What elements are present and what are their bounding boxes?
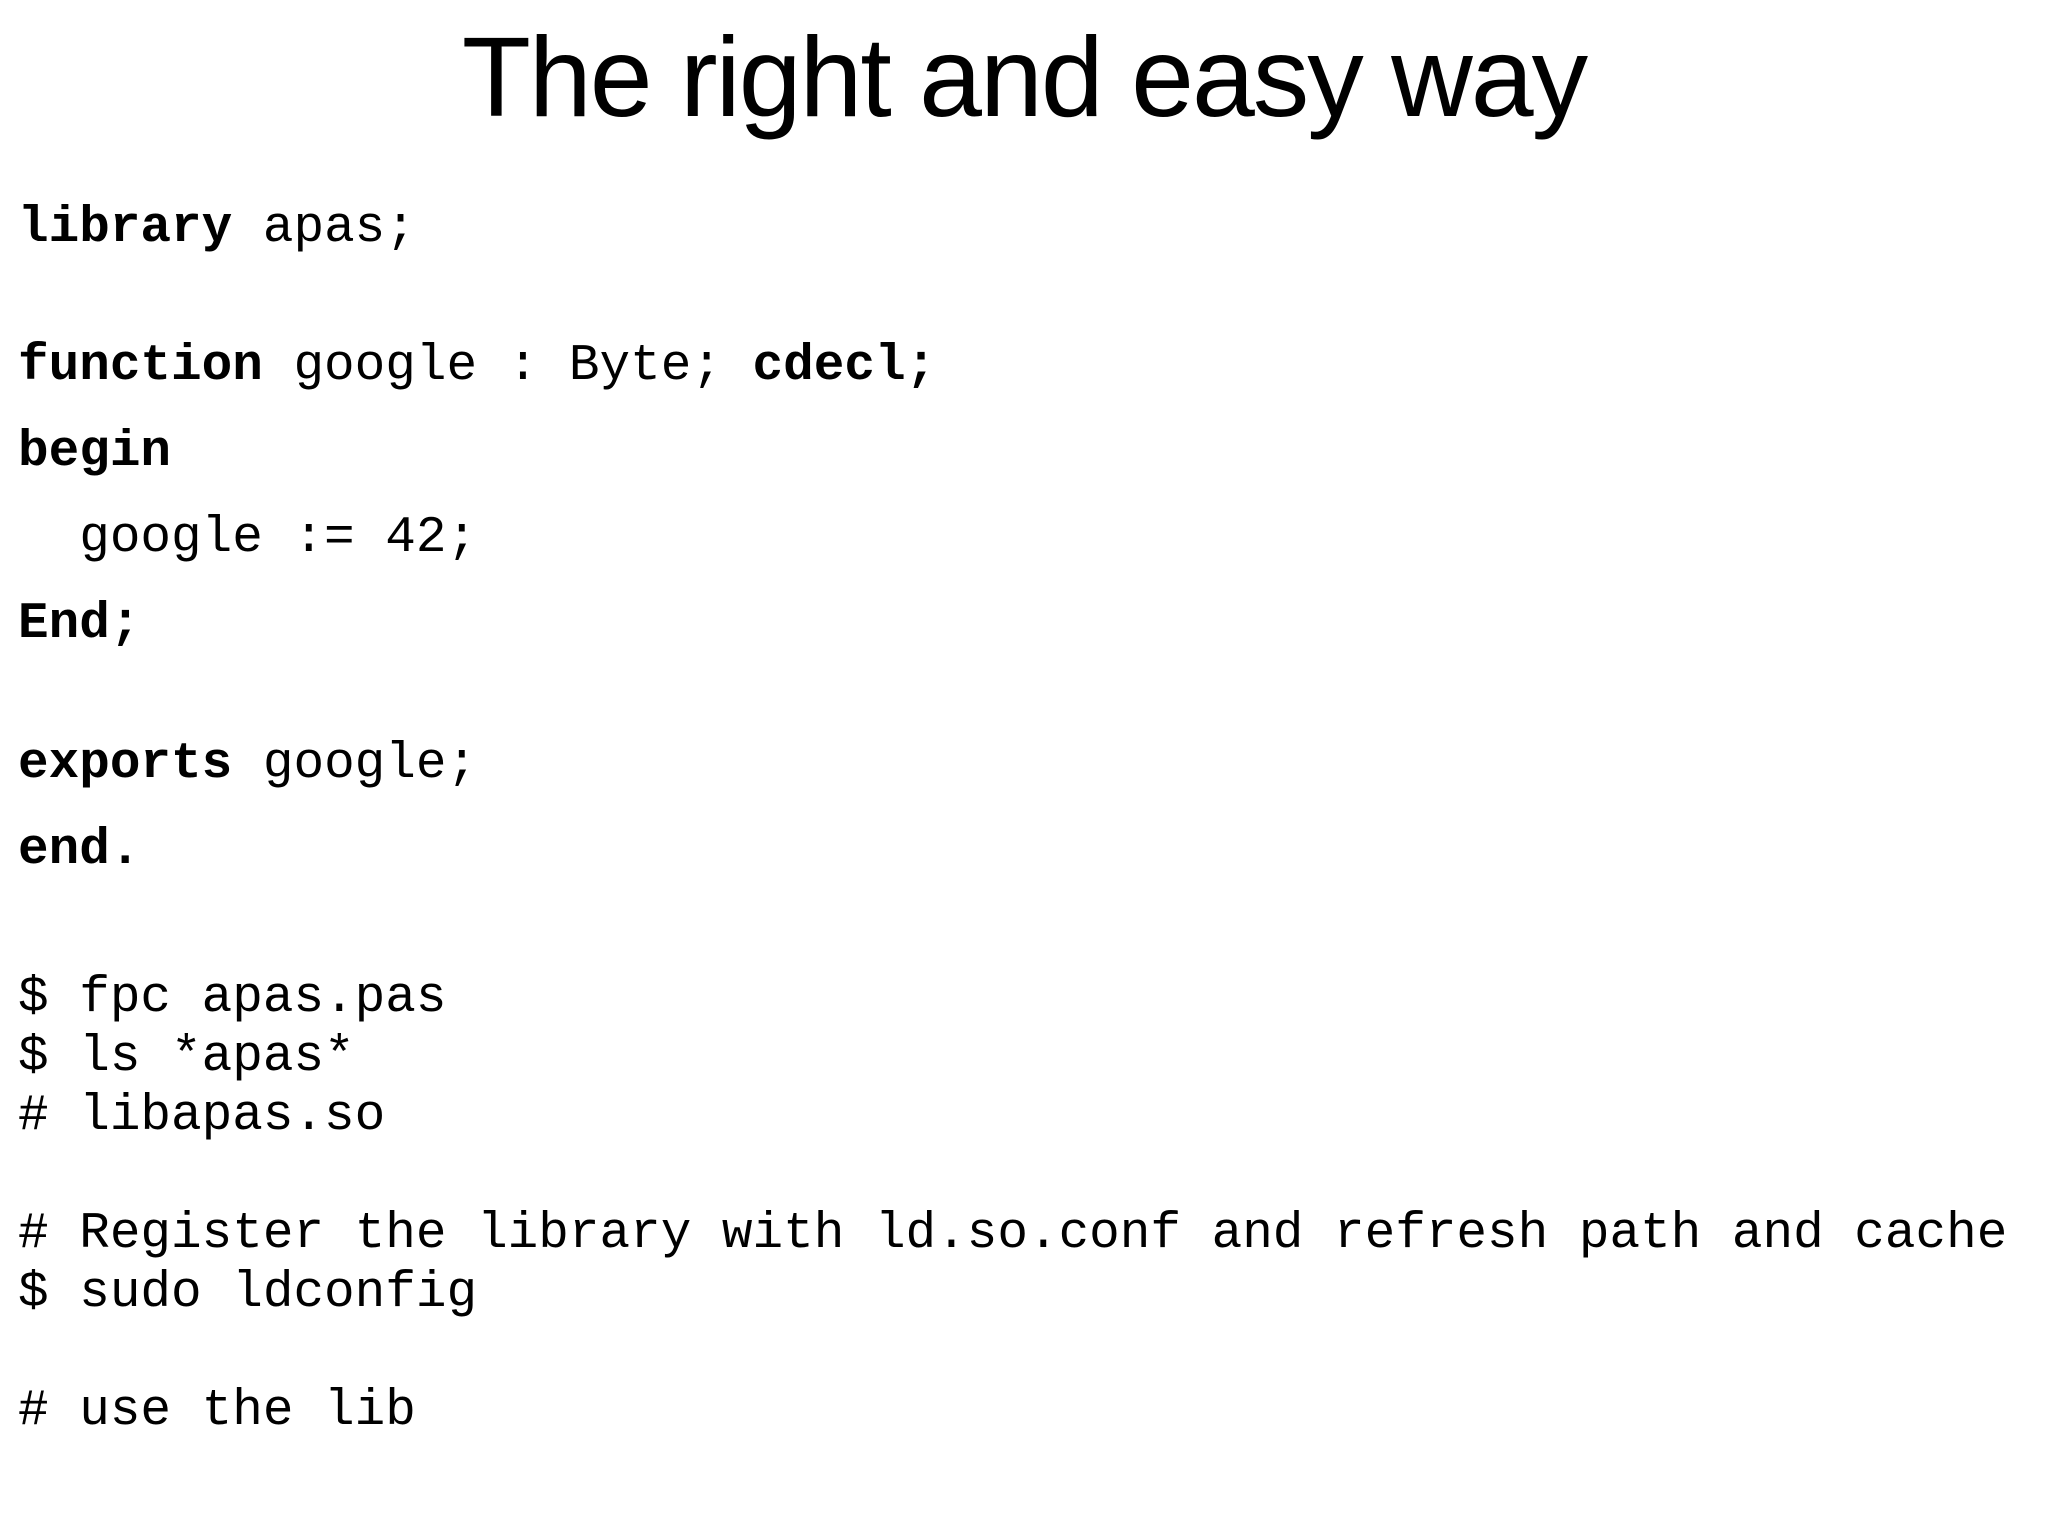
code-line bbox=[18, 1323, 2048, 1382]
code-line: End; bbox=[18, 582, 2048, 668]
code-segment bbox=[18, 1147, 49, 1204]
code-gap bbox=[18, 668, 2048, 722]
code-line bbox=[18, 1146, 2048, 1205]
code-segment: End; bbox=[18, 596, 141, 653]
code-line: function google : Byte; cdecl; bbox=[18, 324, 2048, 410]
code-segment: library bbox=[18, 200, 233, 257]
code-line: $ sudo ldconfig bbox=[18, 1264, 2048, 1323]
code-segment: begin bbox=[18, 424, 172, 481]
code-block: library apas; function google : Byte; cde… bbox=[18, 186, 2048, 1441]
code-gap bbox=[18, 894, 2048, 969]
code-line: $ fpc apas.pas bbox=[18, 969, 2048, 1028]
code-line: library apas; bbox=[18, 186, 2048, 272]
code-line: exports google; bbox=[18, 722, 2048, 808]
code-segment: $ sudo ldconfig bbox=[18, 1265, 478, 1322]
slide-title: The right and easy way bbox=[461, 14, 1588, 140]
code-line: end. bbox=[18, 808, 2048, 894]
code-segment: google : Byte; bbox=[262, 338, 753, 395]
code-segment: end. bbox=[18, 822, 141, 879]
code-line: # use the lib bbox=[18, 1382, 2048, 1441]
code-segment: # Register the library with ld.so.conf a… bbox=[18, 1206, 2008, 1263]
code-gap bbox=[18, 272, 2048, 324]
code-segment bbox=[18, 1324, 49, 1381]
code-line: # Register the library with ld.so.conf a… bbox=[18, 1205, 2048, 1264]
code-segment: # use the lib bbox=[18, 1383, 416, 1440]
code-segment: $ fpc apas.pas bbox=[18, 970, 447, 1027]
code-segment: google; bbox=[232, 736, 478, 793]
code-segment: apas; bbox=[232, 200, 416, 257]
code-segment: cdecl; bbox=[752, 338, 937, 395]
code-line: $ ls *apas* bbox=[18, 1028, 2048, 1087]
code-line: # libapas.so bbox=[18, 1087, 2048, 1146]
code-segment: function bbox=[18, 338, 263, 395]
code-segment: # libapas.so bbox=[18, 1088, 386, 1145]
code-segment: $ ls *apas* bbox=[18, 1029, 355, 1086]
code-line: google := 42; bbox=[18, 496, 2048, 582]
code-segment: exports bbox=[18, 736, 233, 793]
code-line: begin bbox=[18, 410, 2048, 496]
code-segment: google := 42; bbox=[18, 510, 478, 567]
